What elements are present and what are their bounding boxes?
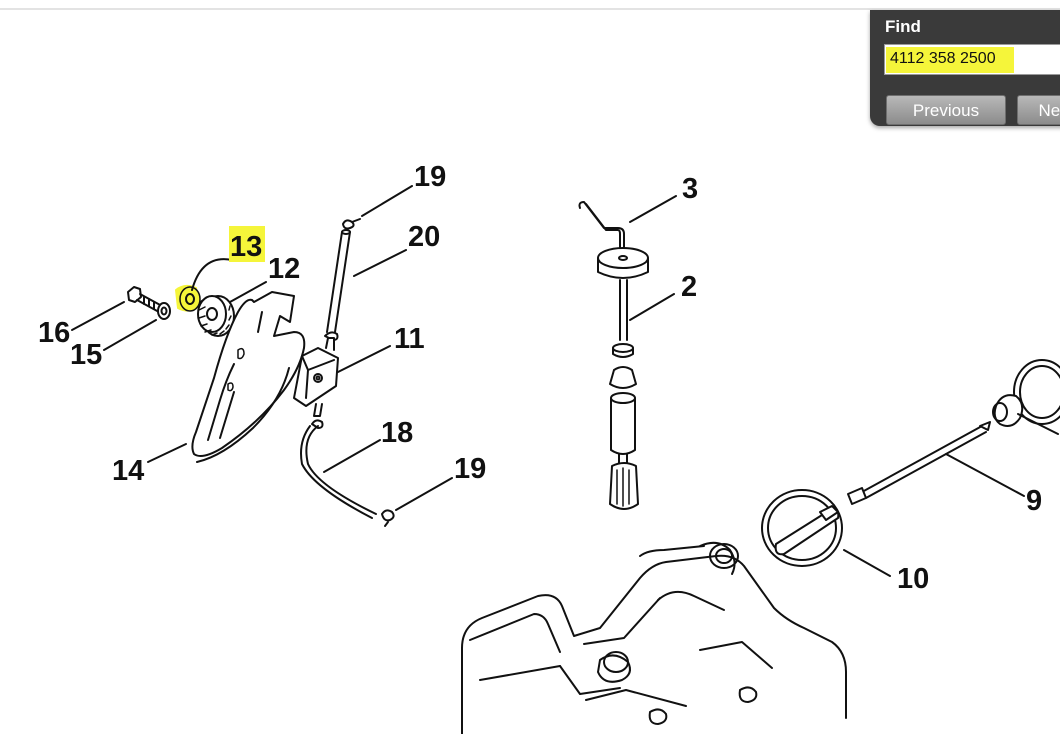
callout-13: 13 xyxy=(230,231,262,263)
find-panel: Find 4112 358 2500 Previous Next xyxy=(870,10,1060,126)
callout-10: 10 xyxy=(897,563,929,595)
callout-18: 18 xyxy=(381,417,413,449)
callout-13-highlight xyxy=(229,226,265,262)
leader-lines xyxy=(71,185,1025,577)
leader-12 xyxy=(229,281,267,303)
callout-15: 15 xyxy=(70,339,102,371)
part-tube xyxy=(324,229,351,341)
part-o-ring xyxy=(1013,359,1060,425)
callout-16: 16 xyxy=(38,317,70,349)
leader-10 xyxy=(843,549,891,577)
callout-19-bottom: 19 xyxy=(454,453,486,485)
part-washer xyxy=(157,302,171,320)
previous-button[interactable]: Previous xyxy=(886,95,1006,125)
callout-12: 12 xyxy=(268,253,300,285)
part-oil-pump xyxy=(293,337,339,417)
next-button[interactable]: Next xyxy=(1017,95,1060,125)
callout-2: 2 xyxy=(681,271,697,303)
find-title: Find xyxy=(885,17,921,36)
callout-9: 9 xyxy=(1026,485,1042,517)
part-chain-guard xyxy=(191,291,306,463)
part-spacer-13 xyxy=(175,284,201,312)
leader-20 xyxy=(353,249,407,277)
leader-15 xyxy=(103,319,157,351)
leader-16 xyxy=(71,301,125,331)
part-clip-bottom xyxy=(381,509,395,527)
part-bolt xyxy=(127,286,163,313)
leader-2 xyxy=(629,293,675,321)
find-input[interactable] xyxy=(884,44,1060,75)
part-vent-cap xyxy=(578,201,649,279)
leader-19-bottom xyxy=(395,477,453,511)
part-rod xyxy=(847,421,991,505)
part-tank-cap xyxy=(761,489,843,567)
leader-11 xyxy=(337,345,391,373)
leader-13 xyxy=(191,258,233,291)
leader-3 xyxy=(629,195,677,223)
callout-labels: 13 12 16 15 14 19 20 11 18 19 3 2 9 10 xyxy=(38,161,1042,595)
part-filter-assembly xyxy=(609,279,639,510)
part-oil-tank-housing xyxy=(461,541,847,734)
top-divider xyxy=(0,8,1060,10)
callout-11: 11 xyxy=(394,323,425,355)
leader-18 xyxy=(323,439,381,473)
leader-9 xyxy=(945,453,1025,497)
leader-19-top xyxy=(361,185,413,217)
callout-20: 20 xyxy=(408,221,440,253)
part-hose xyxy=(300,419,377,519)
callout-14: 14 xyxy=(112,455,144,487)
leader-14 xyxy=(147,443,187,463)
callout-19-top: 19 xyxy=(414,161,446,193)
part-grommet xyxy=(992,394,1059,435)
callout-3: 3 xyxy=(682,173,698,205)
part-clip-top xyxy=(342,218,361,230)
part-sprocket xyxy=(197,295,235,337)
